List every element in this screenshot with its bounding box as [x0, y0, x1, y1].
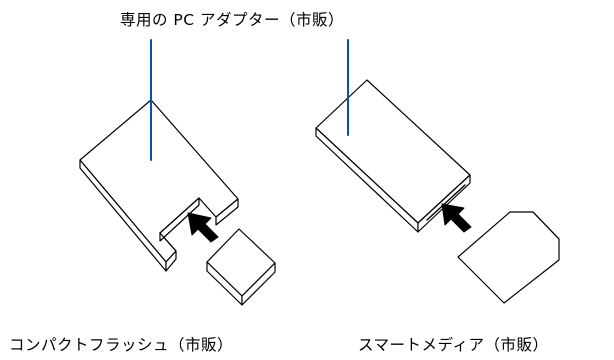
compactflash-card — [206, 228, 276, 306]
pc-adapter-right-slot — [426, 184, 466, 221]
pc-adapter-left-inner-edge — [159, 232, 177, 252]
pc-adapter-right — [315, 79, 471, 233]
compactflash-right-face — [241, 262, 276, 306]
pc-adapter-label: 専用の PC アダプター（市販） — [120, 11, 345, 29]
insert-arrow-left — [187, 212, 219, 243]
smartmedia-card-face — [457, 211, 560, 304]
compactflash-label: コンパクトフラッシュ（市販） — [9, 336, 234, 354]
smartmedia-card — [457, 211, 560, 304]
smartmedia-card-cut — [532, 211, 560, 240]
insert-arrow-right — [441, 203, 472, 233]
pc-adapter-left-slot-face — [165, 250, 177, 272]
pc-adapter-left — [79, 99, 239, 272]
smartmedia-label: スマートメディア（市販） — [358, 336, 549, 354]
compactflash-top-face — [206, 228, 276, 297]
pc-adapter-left-right-face — [215, 198, 239, 226]
pc-adapter-left-inner-face — [159, 197, 200, 242]
